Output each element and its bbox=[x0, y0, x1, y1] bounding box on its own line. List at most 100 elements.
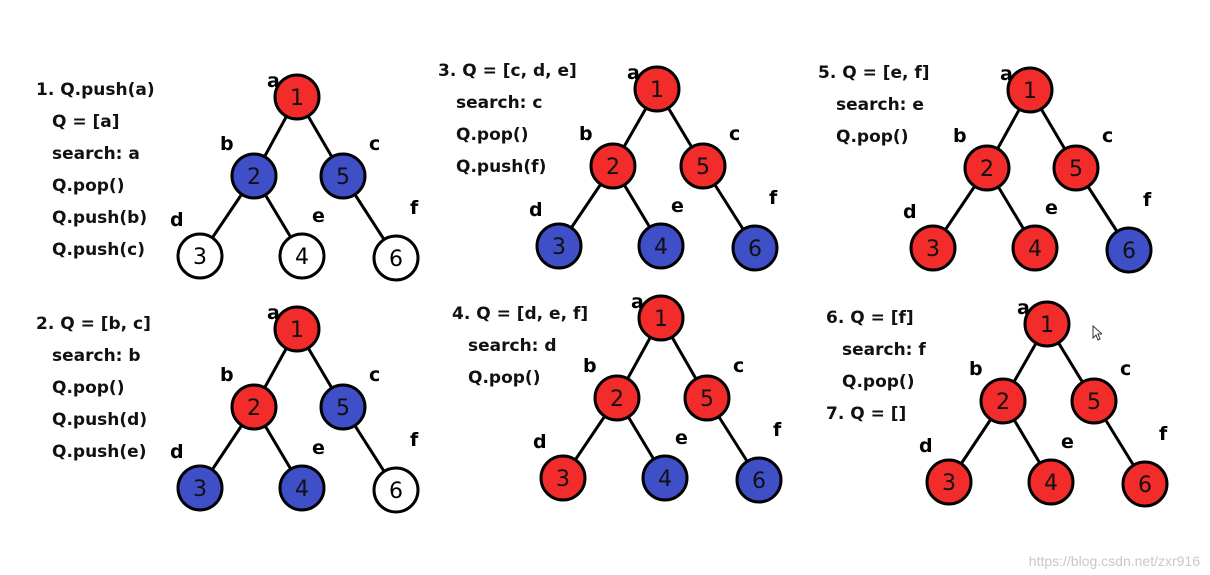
step-line: Q.pop() bbox=[52, 176, 125, 196]
node-value-b: 2 bbox=[996, 390, 1010, 415]
node-letter-e: e bbox=[1061, 431, 1074, 453]
step-line: 1. Q.push(a) bbox=[36, 80, 155, 100]
step-line: Q.push(c) bbox=[52, 240, 146, 260]
tree-node-e bbox=[278, 464, 326, 512]
node-value-e: 4 bbox=[1044, 471, 1058, 496]
node-letter-c: c bbox=[369, 133, 380, 155]
node-letter-f: f bbox=[410, 429, 419, 451]
node-letter-b: b bbox=[220, 364, 234, 386]
node-value-c: 5 bbox=[700, 387, 714, 412]
tree-node-f bbox=[1105, 226, 1153, 274]
node-letter-e: e bbox=[671, 195, 684, 217]
node-value-f: 6 bbox=[1138, 473, 1152, 498]
node-letter-c: c bbox=[369, 364, 380, 386]
node-value-b: 2 bbox=[980, 157, 994, 182]
node-letter-c: c bbox=[733, 355, 744, 377]
node-letter-f: f bbox=[1159, 423, 1168, 445]
node-value-a: 1 bbox=[1023, 79, 1037, 104]
node-letter-e: e bbox=[1045, 197, 1058, 219]
step-line: search: e bbox=[836, 95, 924, 115]
step-line: search: b bbox=[52, 346, 141, 366]
node-value-d: 3 bbox=[556, 467, 570, 492]
node-letter-b: b bbox=[583, 355, 597, 377]
node-value-e: 4 bbox=[295, 477, 309, 502]
tree-node-d bbox=[176, 232, 224, 280]
node-value-c: 5 bbox=[336, 165, 350, 190]
node-letter-d: d bbox=[533, 431, 547, 453]
node-letter-d: d bbox=[903, 201, 917, 223]
tree-node-f bbox=[372, 466, 420, 514]
node-letter-d: d bbox=[529, 199, 543, 221]
node-letter-b: b bbox=[953, 125, 967, 147]
node-letter-a: a bbox=[1000, 63, 1013, 85]
node-value-f: 6 bbox=[752, 469, 766, 494]
step-line: Q.pop() bbox=[842, 372, 915, 392]
node-letter-b: b bbox=[579, 123, 593, 145]
node-letter-a: a bbox=[1017, 297, 1030, 319]
tree-node-f bbox=[372, 234, 420, 282]
node-value-c: 5 bbox=[1069, 157, 1083, 182]
node-letter-c: c bbox=[1120, 358, 1131, 380]
step-line: Q.pop() bbox=[836, 127, 909, 147]
tree-node-a bbox=[633, 65, 681, 113]
tree-node-b bbox=[230, 152, 278, 200]
node-value-c: 5 bbox=[696, 155, 710, 180]
node-value-d: 3 bbox=[552, 235, 566, 260]
node-value-f: 6 bbox=[389, 479, 403, 504]
tree-node-b bbox=[963, 144, 1011, 192]
tree-node-d bbox=[925, 458, 973, 506]
tree-node-b bbox=[979, 377, 1027, 425]
node-value-a: 1 bbox=[1040, 313, 1054, 338]
node-value-e: 4 bbox=[654, 235, 668, 260]
tree-node-d bbox=[909, 224, 957, 272]
node-value-d: 3 bbox=[193, 477, 207, 502]
step-line: search: a bbox=[52, 144, 140, 164]
step-line: 7. Q = [] bbox=[826, 404, 907, 424]
node-value-f: 6 bbox=[389, 247, 403, 272]
node-letter-b: b bbox=[220, 133, 234, 155]
node-letter-e: e bbox=[312, 205, 325, 227]
node-value-a: 1 bbox=[654, 307, 668, 332]
node-letter-d: d bbox=[170, 441, 184, 463]
step-line: Q = [a] bbox=[52, 112, 120, 132]
tree-node-d bbox=[535, 222, 583, 270]
tree-node-c bbox=[683, 374, 731, 422]
tree-node-b bbox=[230, 383, 278, 431]
step-description-6: 6. Q = [f] search: f Q.pop() 7. Q = [] bbox=[826, 302, 926, 430]
node-value-e: 4 bbox=[295, 245, 309, 270]
node-value-a: 1 bbox=[290, 86, 304, 111]
step-line: search: d bbox=[468, 336, 557, 356]
tree-node-a bbox=[1006, 66, 1054, 114]
tree-node-e bbox=[278, 232, 326, 280]
node-letter-a: a bbox=[267, 302, 280, 324]
node-value-f: 6 bbox=[1122, 239, 1136, 264]
step-line: Q.push(e) bbox=[52, 442, 147, 462]
step-line: search: f bbox=[842, 340, 926, 360]
node-letter-a: a bbox=[267, 70, 280, 92]
node-value-c: 5 bbox=[336, 396, 350, 421]
node-value-a: 1 bbox=[290, 318, 304, 343]
step-line: Q.push(d) bbox=[52, 410, 148, 430]
tree-node-c bbox=[1070, 377, 1118, 425]
node-value-e: 4 bbox=[1028, 237, 1042, 262]
node-letter-f: f bbox=[410, 197, 419, 219]
tree-node-c bbox=[1052, 144, 1100, 192]
step-line: 4. Q = [d, e, f] bbox=[452, 304, 589, 324]
step-line: 6. Q = [f] bbox=[826, 308, 914, 328]
tree-node-e bbox=[1027, 458, 1075, 506]
tree-node-c bbox=[319, 383, 367, 431]
node-letter-f: f bbox=[1143, 189, 1152, 211]
step-line: Q.pop() bbox=[456, 125, 529, 145]
tree-node-c bbox=[679, 142, 727, 190]
node-letter-f: f bbox=[773, 419, 782, 441]
tree-node-c bbox=[319, 152, 367, 200]
node-letter-c: c bbox=[729, 123, 740, 145]
node-value-b: 2 bbox=[247, 165, 261, 190]
